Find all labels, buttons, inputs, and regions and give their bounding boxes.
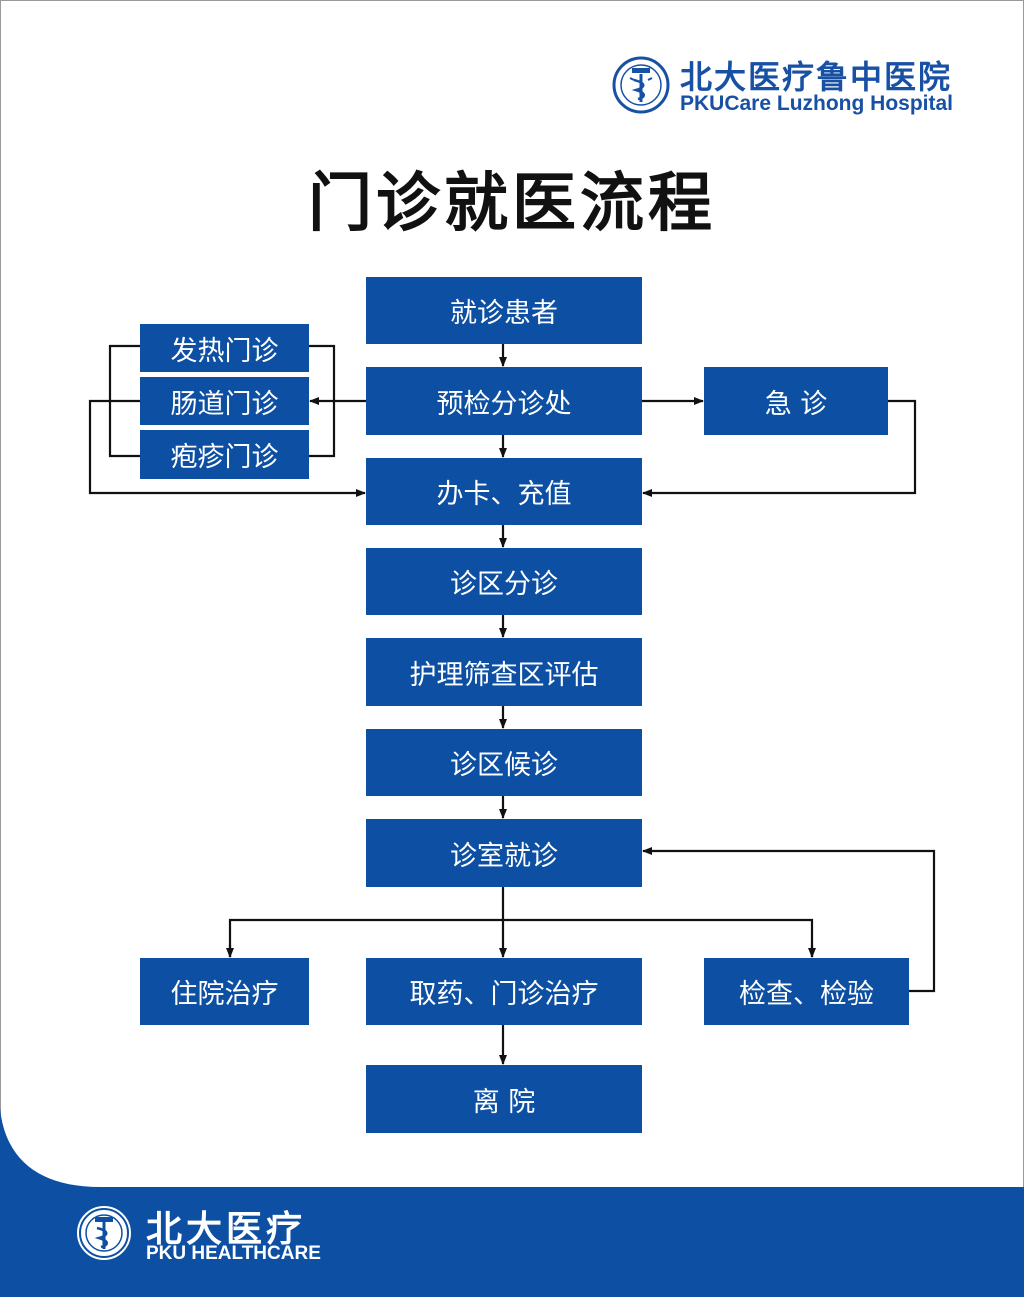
- hospital-name-cn: 北大医疗鲁中医院: [680, 58, 953, 96]
- node-exam: 检查、检验: [704, 958, 909, 1025]
- node-intestinal-clinic: 肠道门诊: [140, 377, 309, 425]
- node-discharge: 离 院: [366, 1065, 642, 1133]
- branch-line: [228, 918, 814, 957]
- node-card-topup: 办卡、充值: [366, 458, 642, 525]
- page-title: 门诊就医流程: [308, 167, 716, 241]
- node-medicine: 取药、门诊治疗: [366, 958, 642, 1025]
- hospital-name-en: PKUCare Luzhong Hospital: [680, 92, 954, 115]
- node-inpatient: 住院治疗: [140, 958, 309, 1025]
- node-herpes-clinic: 疱疹门诊: [140, 430, 309, 479]
- node-waiting: 诊区候诊: [366, 729, 642, 796]
- node-consultation: 诊室就诊: [366, 819, 642, 887]
- node-fever-clinic: 发热门诊: [140, 324, 309, 372]
- node-emergency: 急 诊: [704, 367, 888, 435]
- node-patient: 就诊患者: [366, 277, 642, 344]
- footer-brand-en: PKU HEALTHCARE: [146, 1243, 321, 1264]
- arrow-clinics-card: [88, 399, 366, 497]
- arrow-exam-consult: [642, 847, 936, 993]
- bracket-right: [309, 344, 336, 458]
- node-nurse-screening: 护理筛查区评估: [366, 638, 642, 706]
- footer-emblem-icon: [77, 1206, 131, 1260]
- footer-brand-cn: 北大医疗: [146, 1208, 307, 1250]
- arrow-emergency-card: [642, 399, 917, 497]
- node-area-triage: 诊区分诊: [366, 548, 642, 615]
- node-triage: 预检分诊处: [366, 367, 642, 435]
- hospital-emblem-icon: [612, 56, 670, 114]
